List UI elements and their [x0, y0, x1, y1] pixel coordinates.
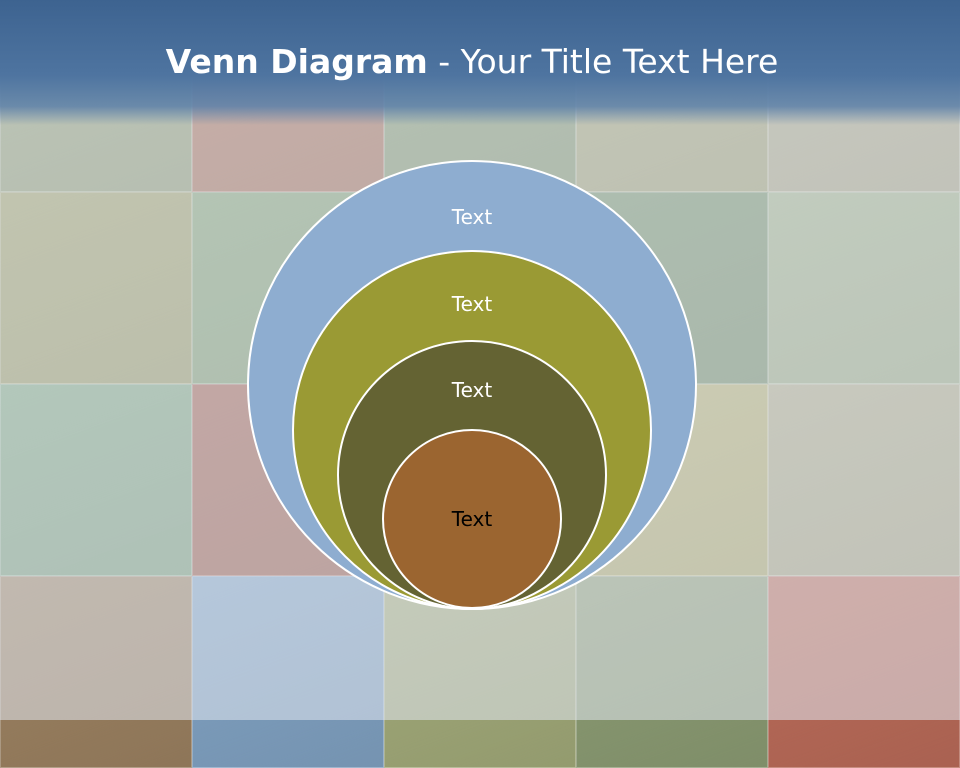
circle-third-label: Text — [451, 378, 493, 402]
circle-outer-label: Text — [451, 205, 493, 229]
slide-title: Venn Diagram - Your Title Text Here — [0, 40, 944, 84]
circle-inner[interactable] — [382, 429, 562, 609]
circle-second-label: Text — [451, 292, 493, 316]
slide-title-rest: - Your Title Text Here — [427, 42, 779, 81]
nested-circle-diagram — [247, 160, 697, 610]
circle-inner-label: Text — [451, 507, 493, 531]
slide-title-bold: Venn Diagram — [165, 42, 428, 81]
title-bar — [0, 0, 960, 125]
